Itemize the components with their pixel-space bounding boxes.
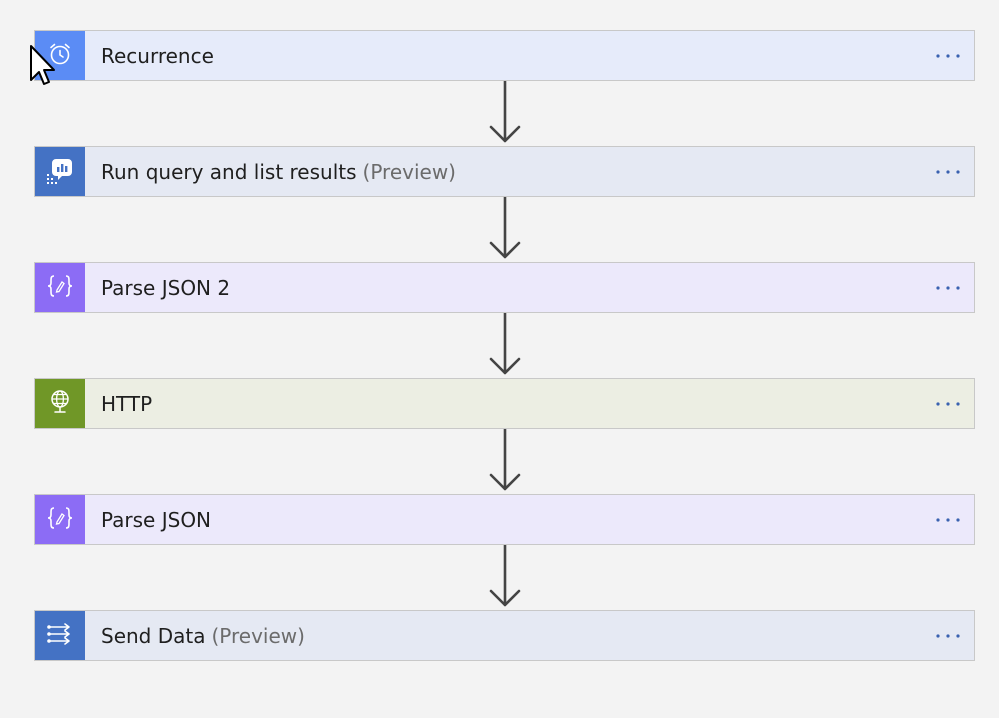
send-data-icon [45, 622, 75, 650]
ellipsis-icon [935, 169, 961, 175]
more-options-button[interactable] [922, 379, 974, 428]
step-recurrence[interactable]: Recurrence [34, 30, 975, 81]
step-title-text: HTTP [101, 391, 153, 416]
step-icon-box [35, 611, 85, 660]
step-title-text: Send Data [101, 623, 206, 648]
data-operation-icon [45, 505, 75, 535]
step-icon-box [35, 147, 85, 196]
step-parse-json-2[interactable]: Parse JSON 2 [34, 262, 975, 313]
ellipsis-icon [935, 401, 961, 407]
globe-icon [47, 388, 73, 420]
ellipsis-icon [935, 517, 961, 523]
more-options-button[interactable] [922, 263, 974, 312]
step-icon-box [35, 31, 85, 80]
more-options-button[interactable] [922, 495, 974, 544]
step-title: Parse JSON [85, 495, 922, 544]
step-title: HTTP [85, 379, 922, 428]
step-icon-box [35, 495, 85, 544]
step-run-query[interactable]: Run query and list results (Preview) [34, 146, 975, 197]
step-title: Recurrence [85, 31, 922, 80]
connector-arrow [488, 311, 522, 377]
ellipsis-icon [935, 285, 961, 291]
step-icon-box [35, 263, 85, 312]
step-http[interactable]: HTTP [34, 378, 975, 429]
more-options-button[interactable] [922, 611, 974, 660]
connector-arrow [488, 427, 522, 493]
connector-arrow [488, 543, 522, 609]
connector-arrow [488, 79, 522, 145]
step-title: Run query and list results (Preview) [85, 147, 922, 196]
step-title-text: Parse JSON [101, 507, 212, 532]
step-title-suffix: (Preview) [211, 623, 305, 648]
step-title-suffix: (Preview) [362, 159, 456, 184]
alarm-clock-icon [47, 41, 73, 71]
ellipsis-icon [935, 53, 961, 59]
step-title: Send Data (Preview) [85, 611, 922, 660]
more-options-button[interactable] [922, 147, 974, 196]
step-icon-box [35, 379, 85, 428]
step-send-data[interactable]: Send Data (Preview) [34, 610, 975, 661]
step-parse-json[interactable]: Parse JSON [34, 494, 975, 545]
ellipsis-icon [935, 633, 961, 639]
step-title-text: Parse JSON 2 [101, 275, 231, 300]
log-query-icon [45, 155, 75, 189]
step-title-text: Recurrence [101, 43, 214, 68]
step-title: Parse JSON 2 [85, 263, 922, 312]
more-options-button[interactable] [922, 31, 974, 80]
connector-arrow [488, 195, 522, 261]
step-title-text: Run query and list results [101, 159, 357, 184]
data-operation-icon [45, 273, 75, 303]
